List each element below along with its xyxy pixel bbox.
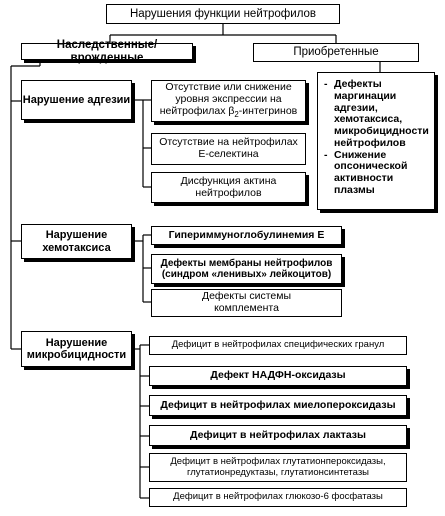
acquired-list-box: Дефекты маргинации адгезии, хемотаксиса,…	[317, 72, 435, 210]
chemotaxis-item-membrane: Дефекты мембраны нейтрофилов (синдром «л…	[151, 254, 342, 284]
group-chemotaxis-label: Нарушение хемотаксиса	[42, 229, 111, 254]
category-hereditary-label: Наследственные/врожденные	[56, 38, 158, 64]
acquired-item: Дефекты маргинации адгезии, хемотаксиса,…	[324, 78, 429, 150]
category-hereditary: Наследственные/врожденные	[21, 39, 193, 64]
group-adhesion: Нарушение адгезии	[21, 80, 132, 120]
adhesion-item-integrins-sub: 2	[234, 109, 239, 119]
adhesion-item-actin-text: Дисфункция актина нейтрофилов	[180, 174, 277, 199]
adhesion-item-eselectin-text: Отсутствие на нейтрофилах Е-селектина	[159, 136, 298, 160]
acquired-list: Дефекты маргинации адгезии, хемотаксиса,…	[324, 78, 429, 197]
group-adhesion-label: Нарушение адгезии	[22, 93, 131, 106]
microbicidity-item-nadph-text: Дефект НАДФН-оксидазы	[210, 369, 346, 382]
chemotaxis-item-complement-text: Дефекты системы комплемента	[201, 290, 292, 314]
adhesion-item-integrins-text: Отсутствие или снижение уровня экспресси…	[155, 82, 302, 119]
adhesion-item-integrins: Отсутствие или снижение уровня экспресси…	[151, 80, 306, 122]
acquired-item: Снижение опсонической активности плазмы	[324, 149, 429, 197]
microbicidity-item-g6p: Дефицит в нейтрофилах глюкозо-6 фосфатаз…	[149, 488, 407, 507]
microbicidity-item-mpo: Дефицит в нейтрофилах миелопероксидазы	[149, 395, 407, 416]
adhesion-item-integrins-pre: Отсутствие или снижение уровня экспресси…	[159, 81, 292, 117]
microbicidity-item-nadph: Дефект НАДФН-оксидазы	[149, 366, 407, 386]
group-microbicidity: Нарушение микробицидности	[21, 331, 132, 367]
group-microbicidity-label: Нарушение микробицидности	[26, 336, 127, 361]
microbicidity-item-lactase-text: Дефицит в нейтрофилах лактазы	[189, 428, 366, 441]
microbicidity-item-glutathione-text: Дефицит в нейтрофилах глутатионпероксида…	[170, 455, 386, 478]
chemotaxis-item-complement: Дефекты системы комплемента	[151, 289, 342, 317]
microbicidity-item-granules: Дефицит в нейтрофилах специфических гран…	[149, 336, 407, 355]
microbicidity-item-lactase: Дефицит в нейтрофилах лактазы	[149, 425, 407, 446]
chemotaxis-item-membrane-text: Дефекты мембраны нейтрофилов (синдром «л…	[160, 257, 333, 280]
adhesion-item-integrins-post: -интегринов	[238, 104, 298, 117]
adhesion-item-actin: Дисфункция актина нейтрофилов	[151, 172, 306, 203]
microbicidity-item-granules-text: Дефицит в нейтрофилах специфических гран…	[171, 339, 385, 351]
group-chemotaxis: Нарушение хемотаксиса	[21, 224, 132, 259]
microbicidity-item-glutathione: Дефицит в нейтрофилах глутатионпероксида…	[149, 453, 407, 482]
diagram-title-text: Нарушения функции нейтрофилов	[129, 7, 317, 20]
microbicidity-item-g6p-text: Дефицит в нейтрофилах глюкозо-6 фосфатаз…	[173, 491, 383, 503]
microbicidity-item-mpo-text: Дефицит в нейтрофилах миелопероксидазы	[160, 398, 396, 411]
chemotaxis-item-hyper-ige: Гипериммуноглобулинемия Е	[151, 226, 342, 245]
diagram-title: Нарушения функции нейтрофилов	[106, 4, 340, 24]
chemotaxis-item-hyper-ige-text: Гипериммуноглобулинемия Е	[168, 228, 325, 241]
category-acquired-label: Приобретенные	[293, 46, 379, 59]
category-acquired: Приобретенные	[253, 43, 419, 62]
adhesion-item-eselectin: Отсутствие на нейтрофилах Е-селектина	[151, 133, 306, 165]
